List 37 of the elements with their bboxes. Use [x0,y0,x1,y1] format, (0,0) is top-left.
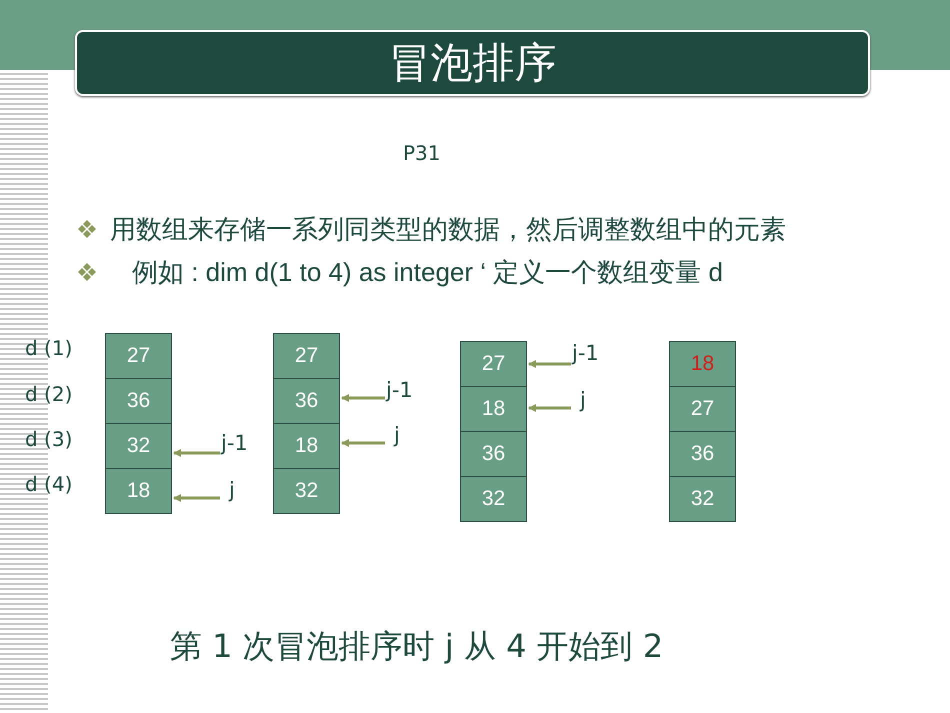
array-cell: 27 [273,333,340,379]
array-cell: 36 [105,378,172,424]
arrow [341,394,385,402]
arrow [528,360,571,368]
array-element-label: d (1) [25,335,72,361]
arrow [528,404,571,412]
array-cell: 18 [273,423,340,469]
pointer-label: j [572,388,586,412]
pointer-label: j [386,423,400,447]
array-element-label: d (4) [25,471,72,497]
array-cell: 27 [460,341,527,387]
array-cell: 18 [105,468,172,514]
array-cell: 36 [669,431,736,477]
array-cell: 36 [460,431,527,477]
array-element-label: d (3) [25,426,72,452]
array-cell: 18 [669,341,736,387]
arrow [173,494,220,502]
array-cell: 32 [460,476,527,522]
array-cell: 32 [273,468,340,514]
array-cell: 27 [669,386,736,432]
arrow [341,439,385,447]
array-cell: 32 [105,423,172,469]
pointer-label: j [221,478,235,502]
array-cell: 27 [105,333,172,379]
bullet-text: 例如 : dim d(1 to 4) as integer ‘ 定义一个数组变量 d [132,256,723,288]
page-number: P31 [403,140,441,166]
array-cell: 36 [273,378,340,424]
array-cell: 18 [460,386,527,432]
pointer-label: j-1 [386,378,413,402]
bullet-text: 用数组来存储一系列同类型的数据，然后调整数组中的元素 [110,213,786,245]
caption-text: 第 1 次冒泡排序时 j 从 4 开始到 2 [170,626,664,666]
title-banner: 冒泡排序 [75,30,870,96]
arrow [173,449,220,457]
pointer-label: j-1 [572,341,599,365]
pointer-label: j-1 [221,431,248,455]
array-element-label: d (2) [25,381,72,407]
array-cell: 32 [669,476,736,522]
